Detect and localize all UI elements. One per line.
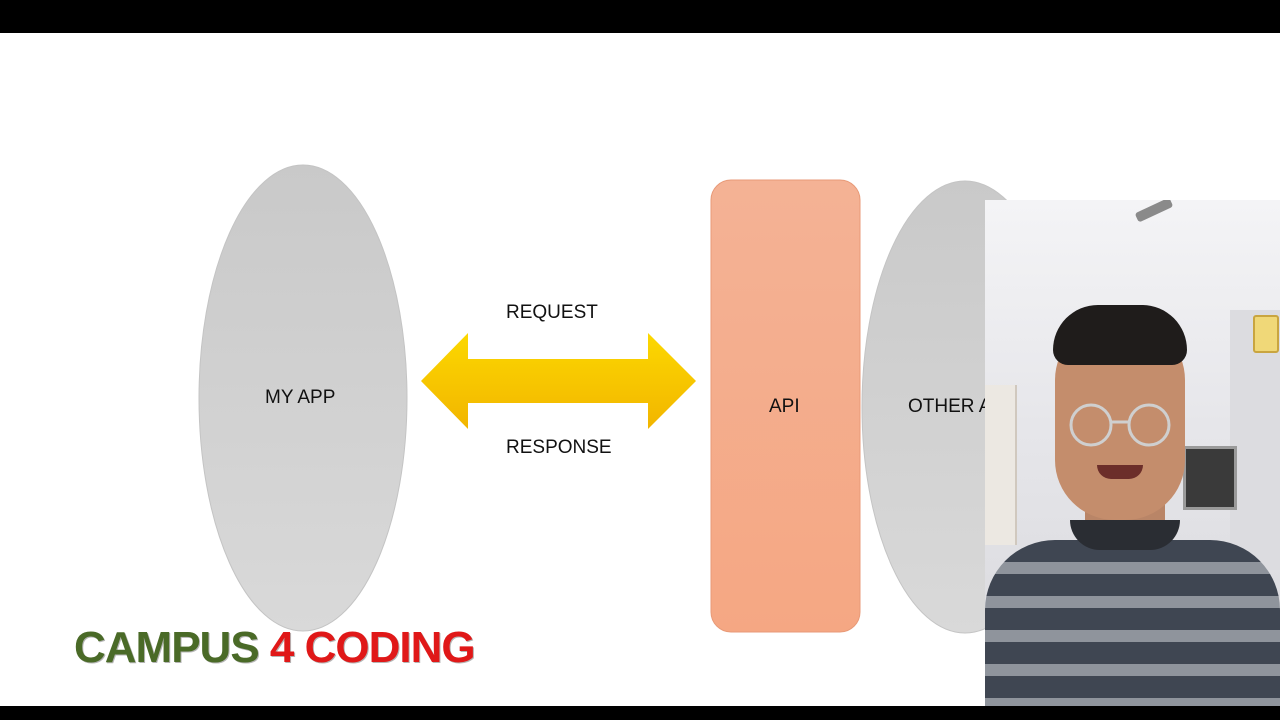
ceiling-fan-blade [1134, 200, 1174, 223]
api-box [710, 179, 861, 633]
presenter-hair [1053, 305, 1187, 365]
presenter-shirt [985, 540, 1280, 706]
webcam-door [985, 385, 1017, 545]
presenter-collar [1070, 520, 1180, 550]
other-app-label: OTHER A [908, 396, 992, 417]
my-app-ellipse [198, 164, 408, 632]
api-label: API [769, 396, 800, 417]
letterbox-top [0, 0, 1280, 33]
request-label: REQUEST [506, 302, 598, 323]
wall-tv [1183, 446, 1237, 510]
brand-word-4-coding: 4 CODING [269, 623, 476, 672]
presenter-glasses [1069, 403, 1171, 447]
response-label: RESPONSE [506, 437, 612, 458]
letterbox-bottom [0, 706, 1280, 720]
campus-4-coding-logo: CAMPUS 4 CODING [74, 623, 476, 673]
presenter-webcam [985, 200, 1280, 706]
presenter-mouth [1097, 465, 1143, 479]
webcam-wall [1230, 310, 1280, 570]
wall-clock [1253, 315, 1279, 353]
my-app-label: MY APP [265, 387, 336, 408]
request-response-arrow [421, 333, 696, 429]
brand-word-campus: CAMPUS [74, 623, 270, 672]
